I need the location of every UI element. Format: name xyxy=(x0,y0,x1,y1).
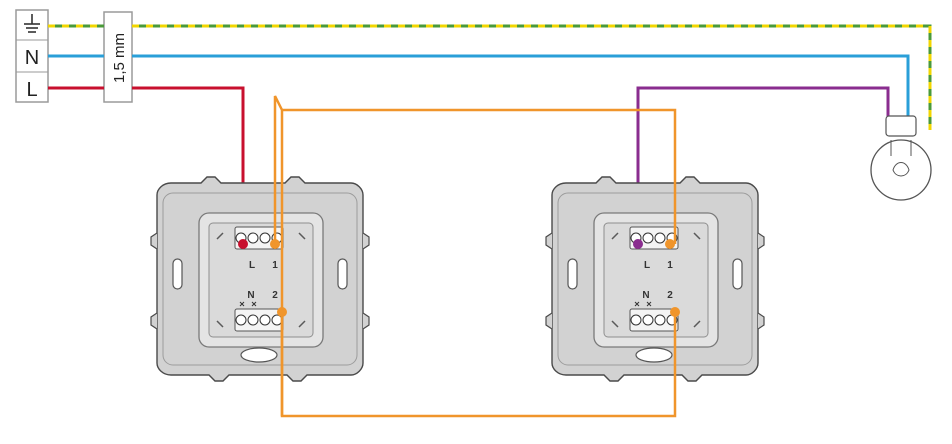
switch-1-terminal-1: 1 xyxy=(272,260,278,271)
switch-1-terminal-neutral: N xyxy=(247,290,254,301)
traveller-wires xyxy=(273,95,677,418)
cable-section-label: 1,5 mm xyxy=(111,33,128,83)
cable-section-box: 1,5 mm xyxy=(103,11,133,103)
live-label: L xyxy=(26,79,37,101)
earth-wire xyxy=(48,24,932,130)
switch-1: L 1 N 2 xyxy=(150,176,370,382)
lamp-wire xyxy=(636,86,890,244)
neutral-label: N xyxy=(25,47,39,69)
switch-2-out2-connection xyxy=(670,307,680,317)
switch-1-live-connection xyxy=(238,239,248,249)
light-bulb-icon xyxy=(870,115,932,201)
switch-2-terminal-2: 2 xyxy=(667,290,673,301)
earth-icon xyxy=(24,14,40,33)
switch-2: L 1 N 2 xyxy=(545,176,765,382)
switch-2-live-connection xyxy=(633,239,643,249)
neutral-wire xyxy=(48,54,910,122)
switch-1-terminal-2: 2 xyxy=(272,290,278,301)
switch-1-out2-connection xyxy=(277,307,287,317)
switch-2-terminal-neutral: N xyxy=(642,290,649,301)
switch-1-terminal-live: L xyxy=(249,260,255,271)
switch-2-terminal-1: 1 xyxy=(667,260,673,271)
switch-2-terminal-live: L xyxy=(644,260,650,271)
switch-2-out1-connection xyxy=(665,239,675,249)
supply-terminal-block: N L xyxy=(15,9,49,103)
switch-1-out1-connection xyxy=(270,239,280,249)
